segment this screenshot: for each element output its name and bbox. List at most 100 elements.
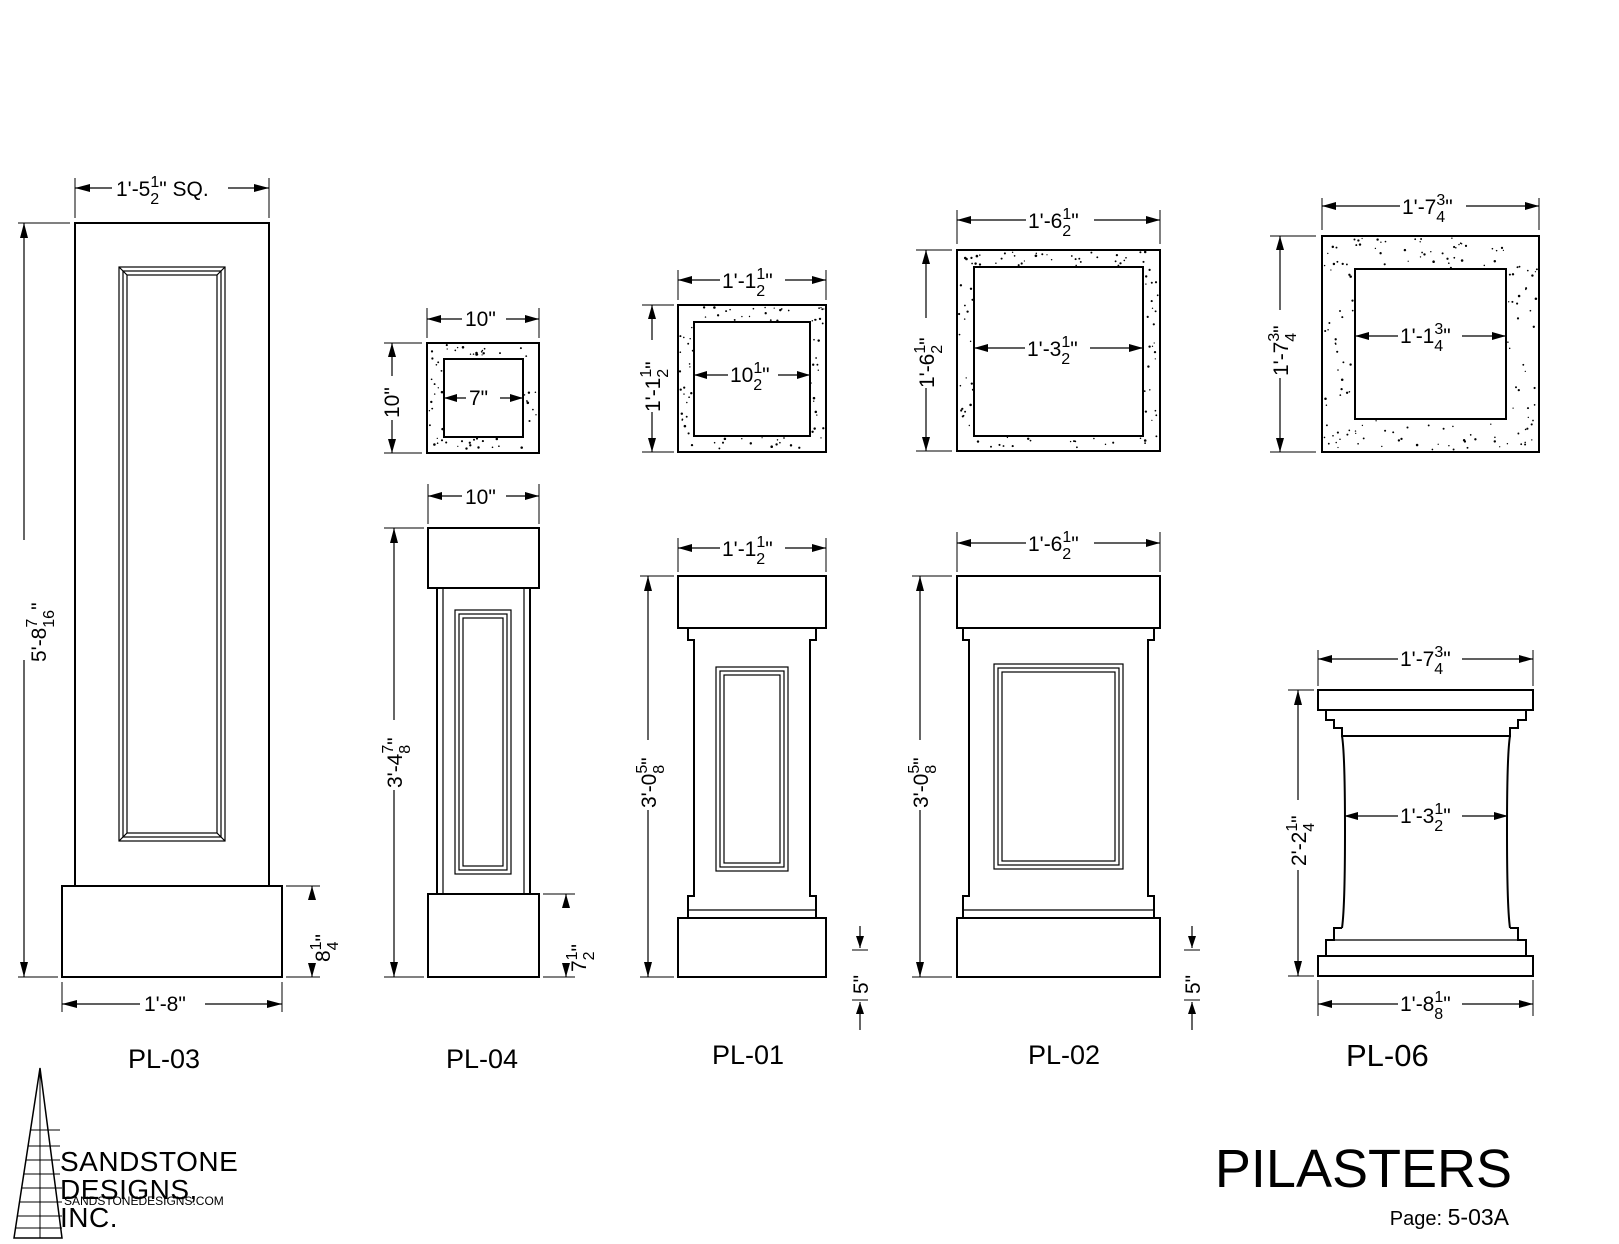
stipple-dot <box>1407 260 1409 262</box>
stipple-dot <box>1376 238 1379 241</box>
pl06-plan <box>1321 235 1540 453</box>
pl04-height-dim: 3'-478" <box>380 737 414 788</box>
stipple-dot <box>1355 432 1357 435</box>
stipple-dot <box>1522 363 1525 366</box>
stipple-dot <box>1517 388 1520 392</box>
stipple-dot <box>1469 434 1472 436</box>
stipple-dot <box>1406 426 1409 429</box>
stipple-dot <box>1493 440 1497 443</box>
stipple-dot <box>683 336 685 339</box>
pl04-stipple <box>428 344 537 450</box>
stipple-dot <box>1104 443 1107 446</box>
stipple-dot <box>475 437 479 440</box>
stipple-dot <box>811 430 814 433</box>
stipple-dot <box>475 352 478 356</box>
stipple-dot <box>1026 437 1030 441</box>
stipple-dot <box>723 437 727 441</box>
stipple-dot <box>1403 248 1407 252</box>
stipple-dot <box>1041 253 1044 256</box>
stipple-dot <box>1526 269 1529 272</box>
stipple-dot <box>1421 251 1423 254</box>
stipple-dot <box>528 419 531 423</box>
stipple-dot <box>1323 436 1326 439</box>
stipple-dot <box>1337 446 1339 449</box>
stipple-dot <box>776 439 779 441</box>
pl02-base-height-dim: 5" <box>1182 975 1205 994</box>
stipple-dot <box>1474 438 1477 441</box>
stipple-dot <box>1520 443 1523 446</box>
stipple-dot <box>481 354 483 356</box>
stipple-dot <box>1534 297 1538 301</box>
stipple-dot <box>1357 239 1360 242</box>
stipple-dot <box>1074 258 1077 261</box>
stipple-dot <box>1345 391 1349 394</box>
pl03-base-width-dim: 1'-8" <box>144 993 186 1016</box>
stipple-dot <box>1090 251 1093 254</box>
stipple-dot <box>818 317 822 321</box>
stipple-dot <box>1139 251 1142 254</box>
stipple-dot <box>1517 294 1521 298</box>
stipple-dot <box>1499 446 1501 448</box>
stipple-dot <box>1524 428 1527 431</box>
stipple-dot <box>1397 439 1401 442</box>
stipple-dot <box>741 437 743 440</box>
stipple-dot <box>472 353 475 355</box>
stipple-dot <box>1154 358 1156 360</box>
stipple-dot <box>1437 443 1439 445</box>
stipple-dot <box>1336 431 1339 434</box>
stipple-dot <box>1342 361 1345 364</box>
stipple-dot <box>817 339 820 342</box>
stipple-dot <box>1335 441 1337 444</box>
stipple-dot <box>1327 442 1330 445</box>
stipple-dot <box>817 369 820 371</box>
stipple-dot <box>1076 446 1078 449</box>
stipple-dot <box>965 257 968 261</box>
stipple-dot <box>769 319 772 322</box>
stipple-dot <box>1355 244 1358 247</box>
stipple-dot <box>532 408 534 411</box>
stipple-dot <box>1361 424 1364 427</box>
stipple-dot <box>969 287 973 290</box>
stipple-dot <box>431 357 434 360</box>
stipple-dot <box>1400 437 1403 441</box>
page-label: Page: <box>1389 1208 1443 1230</box>
stipple-dot <box>1154 281 1158 284</box>
company-logo: SANDSTONE DESIGNS, INC. SANDSTONEDESIGNS… <box>0 1060 260 1240</box>
stipple-dot <box>1531 274 1534 277</box>
stipple-dot <box>480 350 483 353</box>
stipple-dot <box>968 424 970 427</box>
stipple-dot <box>812 363 815 366</box>
stipple-dot <box>1515 386 1517 389</box>
stipple-dot <box>775 443 778 446</box>
stipple-dot <box>1532 325 1535 328</box>
stipple-dot <box>1143 250 1147 254</box>
stipple-dot <box>678 370 682 373</box>
stipple-dot <box>1153 342 1155 344</box>
stipple-dot <box>433 383 436 386</box>
stipple-dot <box>683 424 687 428</box>
stipple-dot <box>1079 260 1082 263</box>
stipple-dot <box>1511 273 1515 276</box>
stipple-dot <box>1526 427 1529 430</box>
stipple-dot <box>526 401 530 405</box>
stipple-dot <box>689 366 691 368</box>
stipple-dot <box>713 306 716 309</box>
stipple-dot <box>526 400 528 402</box>
stipple-dot <box>721 441 725 444</box>
stipple-dot <box>1000 257 1003 260</box>
stipple-dot <box>1335 246 1338 249</box>
stipple-dot <box>454 349 457 352</box>
stipple-dot <box>1341 316 1344 319</box>
stipple-dot <box>1034 254 1038 258</box>
stipple-dot <box>1383 263 1386 266</box>
stipple-dot <box>473 438 475 441</box>
stipple-dot <box>1494 436 1496 439</box>
stipple-dot <box>1002 445 1005 447</box>
stipple-dot <box>1483 264 1486 267</box>
